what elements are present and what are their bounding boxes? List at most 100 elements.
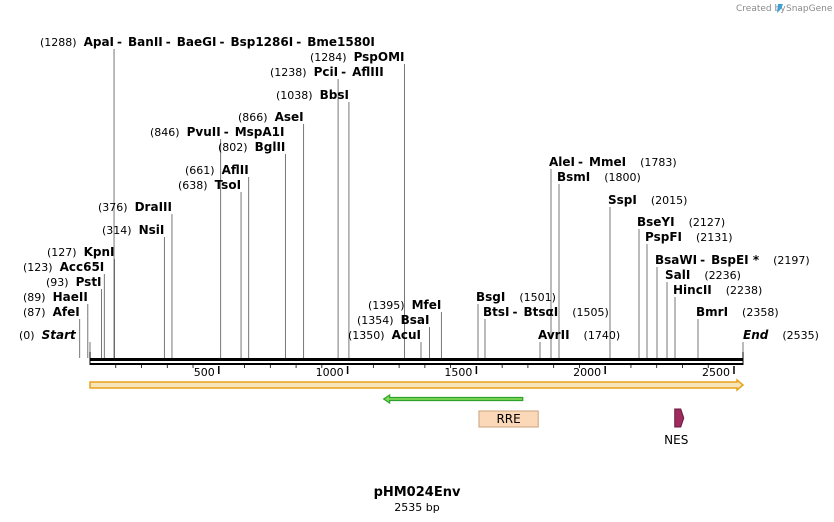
site-label-group[interactable]: (661) AflII bbox=[185, 163, 249, 177]
site-name-separator: - bbox=[166, 35, 171, 49]
site-label-group[interactable]: (638)TsoI bbox=[178, 178, 241, 192]
site-name-separator: - bbox=[700, 253, 705, 267]
site-label-group[interactable]: HincII(2238) bbox=[673, 283, 762, 297]
site-name[interactable]: BsmI bbox=[557, 170, 590, 184]
site-label-group[interactable]: (1038)BbsI bbox=[276, 88, 349, 102]
site-name-separator: - bbox=[513, 305, 518, 319]
site-label-group[interactable]: PspFI(2131) bbox=[645, 230, 733, 244]
site-name[interactable]: Start bbox=[42, 328, 77, 342]
site-label-group[interactable]: (93)PstI bbox=[46, 275, 102, 289]
leader-lines bbox=[79, 49, 744, 358]
site-name[interactable]: BsaI bbox=[401, 313, 430, 327]
scale-tick-label: 2000 bbox=[573, 366, 601, 379]
site-name[interactable]: AcuI bbox=[392, 328, 421, 342]
site-name[interactable]: BseYI bbox=[637, 215, 675, 229]
site-position: (1395) bbox=[368, 299, 405, 312]
site-position: (2236) bbox=[704, 269, 741, 282]
site-position: (123) bbox=[23, 261, 53, 274]
site-name[interactable]: BtsαI bbox=[524, 305, 559, 319]
site-name[interactable]: HaeII bbox=[53, 290, 88, 304]
site-position: (2015) bbox=[651, 194, 688, 207]
site-name[interactable]: PspOMI bbox=[354, 50, 405, 64]
site-name[interactable]: AseI bbox=[275, 110, 304, 124]
site-position: (661) bbox=[185, 164, 215, 177]
site-name[interactable]: BbsI bbox=[320, 88, 349, 102]
site-label-group[interactable]: (1354)BsaI bbox=[357, 313, 429, 327]
site-label-group[interactable]: (87)AfeI bbox=[23, 305, 80, 319]
site-name[interactable]: BmrI bbox=[696, 305, 728, 319]
site-label-group[interactable]: BmrI (2358) bbox=[696, 305, 779, 319]
site-label-group[interactable]: BseYI (2127) bbox=[637, 215, 725, 229]
site-name[interactable]: AfeI bbox=[53, 305, 80, 319]
site-label-group[interactable]: SspI (2015) bbox=[608, 193, 687, 207]
feature-green-arrow[interactable] bbox=[382, 393, 524, 405]
site-name[interactable]: KpnI bbox=[84, 245, 115, 259]
site-label-group[interactable]: (802)BglII bbox=[218, 140, 285, 154]
map-title: pHM024Env bbox=[374, 485, 461, 500]
site-name[interactable]: AflII bbox=[222, 163, 249, 177]
site-name[interactable]: AflIII bbox=[352, 65, 384, 79]
site-label-group[interactable]: End(2535) bbox=[743, 328, 819, 342]
site-label-group[interactable]: (1350)AcuI bbox=[348, 328, 421, 342]
site-name[interactable]: BsaWI bbox=[655, 253, 697, 267]
site-name[interactable]: End bbox=[743, 328, 769, 342]
site-name[interactable]: HincII bbox=[673, 283, 712, 297]
site-label-group[interactable]: BsgI (1501) bbox=[476, 290, 556, 304]
site-label-group[interactable]: (1288)ApaI-BanII-BaeGI-Bsp1286I-Bme1580I bbox=[40, 35, 375, 49]
site-position: (1238) bbox=[270, 66, 307, 79]
site-name[interactable]: SalI bbox=[665, 268, 690, 282]
site-name[interactable]: MspA1I bbox=[235, 125, 285, 139]
site-name[interactable]: Bme1580I bbox=[307, 35, 375, 49]
site-label-group[interactable]: SalI (2236) bbox=[665, 268, 741, 282]
site-name[interactable]: BtsI bbox=[483, 305, 510, 319]
site-label-group[interactable]: (846)PvuII-MspA1I bbox=[150, 125, 284, 139]
site-name[interactable]: PvuII bbox=[187, 125, 221, 139]
site-label-group[interactable]: BsmI(1800) bbox=[557, 170, 641, 184]
site-label-group[interactable]: AleI-MmeI(1783) bbox=[549, 155, 677, 169]
site-name-separator: - bbox=[578, 155, 583, 169]
site-name[interactable]: PstI bbox=[76, 275, 102, 289]
site-label-group[interactable]: (1238)PciI-AflIII bbox=[270, 65, 384, 79]
site-name[interactable]: AleI bbox=[549, 155, 575, 169]
site-name[interactable]: MmeI bbox=[589, 155, 626, 169]
site-name[interactable]: SspI bbox=[608, 193, 637, 207]
site-name[interactable]: PciI bbox=[314, 65, 339, 79]
feature-nes-marker[interactable] bbox=[674, 408, 685, 428]
feature-rre-box[interactable] bbox=[478, 410, 539, 428]
site-name[interactable]: NsiI bbox=[139, 223, 165, 237]
site-position: (2127) bbox=[689, 216, 726, 229]
site-label-group[interactable]: (127)KpnI bbox=[47, 245, 115, 259]
site-label-group[interactable]: BsaWI-BspEI *(2197) bbox=[655, 253, 810, 267]
site-name[interactable]: AvrII bbox=[538, 328, 570, 342]
site-label-group[interactable]: (314)NsiI bbox=[102, 223, 164, 237]
site-position: (2358) bbox=[742, 306, 779, 319]
site-name[interactable]: DraIII bbox=[135, 200, 172, 214]
site-name[interactable]: BglII bbox=[255, 140, 286, 154]
site-label-group[interactable]: BtsI-BtsαI(1505) bbox=[483, 305, 609, 319]
site-name[interactable]: MfeI bbox=[412, 298, 442, 312]
site-name[interactable]: Acc65I bbox=[60, 260, 105, 274]
site-name[interactable]: BsgI bbox=[476, 290, 505, 304]
site-name[interactable]: BanII bbox=[128, 35, 163, 49]
site-label-group[interactable]: AvrII(1740) bbox=[538, 328, 620, 342]
site-name[interactable]: TsoI bbox=[215, 178, 241, 192]
site-label-group[interactable]: (1284) PspOMI bbox=[310, 50, 405, 64]
site-label-group[interactable]: (866)AseI bbox=[238, 110, 304, 124]
site-label-group[interactable]: (123) Acc65I bbox=[23, 260, 104, 274]
site-name[interactable]: ApaI bbox=[84, 35, 114, 49]
site-name[interactable]: Bsp1286I bbox=[230, 35, 293, 49]
site-label-group[interactable]: (376)DraIII bbox=[98, 200, 172, 214]
site-label-group[interactable]: (89)HaeII bbox=[23, 290, 88, 304]
site-label-group[interactable]: (1395) MfeI bbox=[368, 298, 441, 312]
site-name[interactable]: BspEI * bbox=[711, 253, 760, 267]
scale-tick-label: 1500 bbox=[444, 366, 472, 379]
site-position: (1284) bbox=[310, 51, 347, 64]
site-label-group[interactable]: (0)Start bbox=[19, 328, 77, 342]
site-position: (1501) bbox=[519, 291, 556, 304]
site-name[interactable]: PspFI bbox=[645, 230, 682, 244]
feature-orange-arrow[interactable] bbox=[89, 378, 745, 392]
site-name[interactable]: BaeGI bbox=[177, 35, 217, 49]
